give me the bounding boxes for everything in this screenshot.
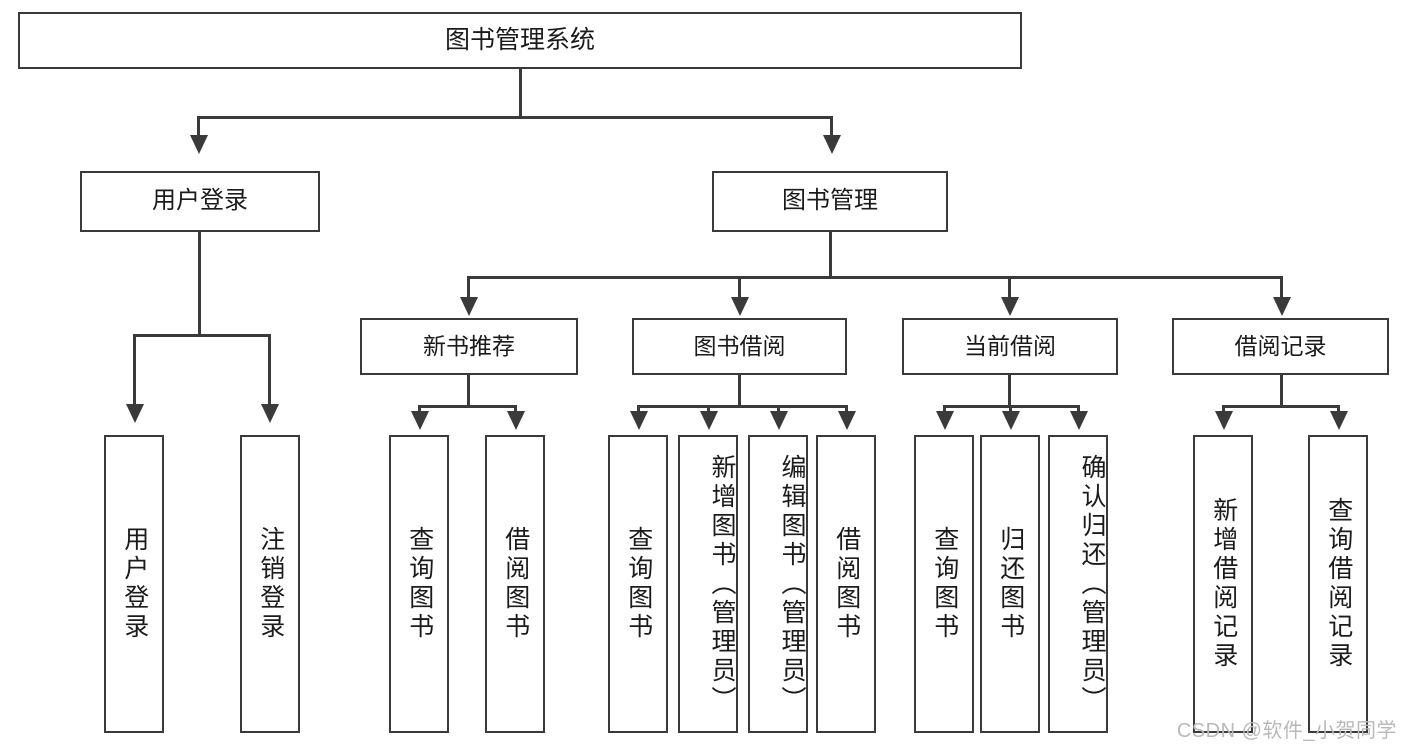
connector-user-login-leaf-0 bbox=[133, 334, 136, 407]
leaf-query-borrow-record[interactable]: 查询借阅记录 bbox=[1308, 435, 1368, 733]
arrow-root-to-book-management bbox=[823, 135, 841, 154]
connector-book-management-stem bbox=[829, 232, 832, 278]
connector-book-borrow-leaf-2 bbox=[777, 405, 780, 414]
connector-book-borrow-stem bbox=[738, 375, 741, 407]
node-label: 借阅图书 bbox=[832, 526, 861, 642]
node-label: 图书借阅 bbox=[693, 332, 786, 359]
leaf-edit-book-admin[interactable]: 编辑图书（管理员） bbox=[748, 435, 808, 733]
leaf-query-book-borrow[interactable]: 查询图书 bbox=[608, 435, 668, 733]
leaf-add-book-admin[interactable]: 新增图书（管理员） bbox=[678, 435, 738, 733]
leaf-borrow-book[interactable]: 借阅图书 bbox=[816, 435, 876, 733]
node-label: 注销登录 bbox=[256, 526, 285, 642]
connector-borrow-record-stem bbox=[1280, 375, 1283, 407]
connector-root-to-user-login bbox=[197, 116, 200, 138]
connector-book-borrow-leaf-0 bbox=[637, 405, 640, 414]
arrow-bm-to-current-borrow bbox=[1001, 297, 1019, 316]
connector-bm-to-new-book bbox=[467, 276, 470, 300]
node-label: 新增借阅记录 bbox=[1209, 497, 1238, 671]
arrow-root-to-user-login bbox=[190, 135, 208, 154]
connector-current-borrow-leaf-2 bbox=[1077, 405, 1080, 414]
connector-new-book-leaf-0 bbox=[418, 405, 421, 414]
node-book-borrow[interactable]: 图书借阅 bbox=[632, 318, 847, 375]
arrow-bm-to-book-borrow bbox=[731, 297, 749, 316]
leaf-return-book[interactable]: 归还图书 bbox=[980, 435, 1040, 733]
leaf-query-book-recommend[interactable]: 查询图书 bbox=[389, 435, 449, 733]
connector-root-stem bbox=[519, 69, 522, 117]
connector-book-borrow-bar bbox=[637, 405, 847, 408]
node-root-book-management-system[interactable]: 图书管理系统 bbox=[18, 12, 1022, 69]
node-label: 图书管理 bbox=[782, 187, 878, 215]
leaf-confirm-return-admin[interactable]: 确认归还（管理员） bbox=[1048, 435, 1108, 733]
arrow-user-login-leaf-0 bbox=[126, 404, 144, 423]
node-label: 查询图书 bbox=[624, 526, 653, 642]
node-label: 查询图书 bbox=[405, 526, 434, 642]
connector-bm-to-book-borrow bbox=[738, 276, 741, 300]
arrow-borrow-record-leaf-0 bbox=[1215, 411, 1233, 430]
arrow-bm-to-new-book bbox=[460, 297, 478, 316]
node-label: 编辑图书（管理员） bbox=[778, 453, 806, 715]
node-label: 新增图书（管理员） bbox=[708, 453, 736, 715]
node-label: 当前借阅 bbox=[964, 332, 1056, 359]
node-label: 查询借阅记录 bbox=[1324, 497, 1353, 671]
connector-current-borrow-leaf-0 bbox=[943, 405, 946, 414]
leaf-user-login[interactable]: 用户登录 bbox=[104, 435, 164, 733]
node-label: 图书管理系统 bbox=[444, 25, 595, 54]
leaf-query-book-current[interactable]: 查询图书 bbox=[914, 435, 974, 733]
node-book-management[interactable]: 图书管理 bbox=[712, 171, 948, 232]
node-borrow-record[interactable]: 借阅记录 bbox=[1172, 318, 1389, 375]
connector-new-book-leaf-1 bbox=[514, 405, 517, 414]
node-label: 用户登录 bbox=[152, 187, 248, 215]
connector-book-borrow-leaf-3 bbox=[845, 405, 848, 414]
arrow-user-login-leaf-1 bbox=[261, 404, 279, 423]
node-label: 新书推荐 bbox=[423, 332, 515, 359]
leaf-borrow-book-recommend[interactable]: 借阅图书 bbox=[485, 435, 545, 733]
node-label: 用户登录 bbox=[120, 526, 149, 642]
node-new-book-recommend[interactable]: 新书推荐 bbox=[360, 318, 578, 375]
connector-book-management-bar bbox=[467, 276, 1283, 279]
node-user-login[interactable]: 用户登录 bbox=[80, 171, 320, 232]
arrow-new-book-leaf-1 bbox=[507, 411, 525, 430]
connector-user-login-stem bbox=[198, 232, 201, 336]
leaf-add-borrow-record[interactable]: 新增借阅记录 bbox=[1193, 435, 1253, 733]
connector-current-borrow-leaf-1 bbox=[1009, 405, 1012, 414]
node-label: 查询图书 bbox=[930, 526, 959, 642]
connector-borrow-record-bar bbox=[1222, 405, 1340, 408]
node-label: 归还图书 bbox=[996, 526, 1025, 642]
node-label: 确认归还（管理员） bbox=[1078, 453, 1106, 715]
connector-new-book-bar bbox=[418, 405, 517, 408]
leaf-logout[interactable]: 注销登录 bbox=[240, 435, 300, 733]
connector-user-login-bar bbox=[133, 334, 270, 337]
arrow-book-borrow-leaf-1 bbox=[700, 411, 718, 430]
arrow-current-borrow-leaf-2 bbox=[1070, 411, 1088, 430]
connector-current-borrow-stem bbox=[1008, 375, 1011, 407]
connector-bm-to-current-borrow bbox=[1008, 276, 1011, 300]
connector-book-borrow-leaf-1 bbox=[707, 405, 710, 414]
arrow-current-borrow-leaf-1 bbox=[1002, 411, 1020, 430]
arrow-book-borrow-leaf-2 bbox=[770, 411, 788, 430]
connector-bm-to-borrow-record bbox=[1280, 276, 1283, 300]
arrow-current-borrow-leaf-0 bbox=[936, 411, 954, 430]
arrow-bm-to-borrow-record bbox=[1273, 297, 1291, 316]
connector-borrow-record-leaf-1 bbox=[1337, 405, 1340, 414]
node-current-borrow[interactable]: 当前借阅 bbox=[902, 318, 1118, 375]
node-label: 借阅记录 bbox=[1234, 332, 1327, 359]
arrow-book-borrow-leaf-0 bbox=[630, 411, 648, 430]
arrow-borrow-record-leaf-1 bbox=[1330, 411, 1348, 430]
connector-borrow-record-leaf-0 bbox=[1222, 405, 1225, 414]
connector-root-bar bbox=[197, 116, 833, 119]
arrow-book-borrow-leaf-3 bbox=[838, 411, 856, 430]
node-label: 借阅图书 bbox=[501, 526, 530, 642]
arrow-new-book-leaf-0 bbox=[411, 411, 429, 430]
connector-new-book-stem bbox=[467, 375, 470, 407]
connector-user-login-leaf-1 bbox=[268, 334, 271, 407]
connector-root-to-book-management bbox=[830, 116, 833, 138]
